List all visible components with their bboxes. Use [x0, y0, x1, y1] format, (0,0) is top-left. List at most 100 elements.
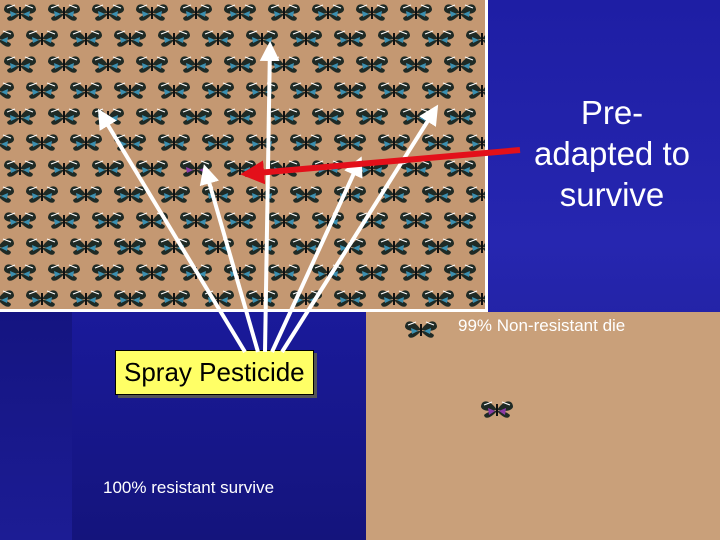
butterfly: [70, 186, 102, 203]
butterfly: [334, 134, 366, 151]
butterfly: [136, 56, 168, 73]
title-line-2: adapted to: [534, 135, 690, 172]
butterfly: [136, 108, 168, 125]
butterfly: [92, 4, 124, 21]
butterfly: [268, 264, 300, 281]
butterfly: [158, 186, 190, 203]
butterfly: [70, 134, 102, 151]
spray-arrow-2: [199, 164, 260, 353]
butterfly: [158, 290, 190, 307]
butterfly: [378, 134, 410, 151]
butterfly: [444, 160, 476, 177]
butterfly: [202, 134, 234, 151]
butterfly: [114, 30, 146, 47]
butterfly: [0, 186, 14, 203]
butterfly: [466, 290, 485, 307]
butterfly: [136, 264, 168, 281]
butterfly: [70, 290, 102, 307]
nonresistant-note: 99% Non-resistant die: [458, 316, 626, 335]
butterfly: [356, 56, 388, 73]
butterfly: [224, 4, 256, 21]
preadapted-red-arrow: [240, 147, 521, 185]
butterfly: [466, 186, 485, 203]
butterfly: [268, 4, 300, 21]
title-line-3: survive: [559, 176, 665, 213]
butterfly: [48, 264, 80, 281]
butterfly: [4, 4, 36, 21]
spray-arrow-3: [259, 41, 280, 353]
spray-arrow-1: [97, 108, 247, 354]
butterfly: [0, 238, 14, 255]
butterfly: [444, 4, 476, 21]
title-line-1: Pre-: [580, 94, 644, 131]
butterfly: [378, 82, 410, 99]
butterfly: [422, 30, 454, 47]
butterfly: [290, 82, 322, 99]
butterfly: [334, 30, 366, 47]
butterfly: [180, 56, 212, 73]
butterfly: [26, 290, 58, 307]
butterfly: [202, 30, 234, 47]
butterfly: [378, 238, 410, 255]
butterfly: [70, 30, 102, 47]
butterfly: [48, 4, 80, 21]
butterfly: [334, 290, 366, 307]
butterfly: [158, 30, 190, 47]
butterfly: [400, 4, 432, 21]
butterfly: [268, 108, 300, 125]
butterfly: [290, 134, 322, 151]
butterfly: [70, 238, 102, 255]
spray-arrow-5: [280, 104, 439, 354]
butterfly: [202, 82, 234, 99]
butterfly: [356, 4, 388, 21]
butterfly: [0, 30, 14, 47]
butterfly: [422, 186, 454, 203]
butterfly: [4, 212, 36, 229]
butterfly: [4, 160, 36, 177]
butterfly: [48, 56, 80, 73]
butterfly: [48, 108, 80, 125]
butterfly: [70, 82, 102, 99]
butterfly: [48, 160, 80, 177]
butterfly: [290, 30, 322, 47]
nonresistant-butterfly-icon: [405, 321, 437, 338]
butterfly: [92, 56, 124, 73]
spray-arrow-4: [270, 156, 363, 353]
butterfly: [92, 264, 124, 281]
butterfly: [444, 264, 476, 281]
slide-title: Pre- adapted to survive: [512, 92, 712, 215]
butterfly: [422, 238, 454, 255]
butterfly: [92, 212, 124, 229]
butterfly: [4, 56, 36, 73]
spray-pesticide-label: Spray Pesticide: [115, 350, 314, 395]
butterfly: [422, 134, 454, 151]
butterfly: [466, 134, 485, 151]
resistant-butterfly-icon: [481, 401, 513, 418]
butterfly: [180, 4, 212, 21]
resistant-note: 100% resistant survive: [103, 478, 275, 497]
butterfly: [466, 82, 485, 99]
butterfly: [444, 108, 476, 125]
butterfly: [466, 30, 485, 47]
butterfly: [158, 82, 190, 99]
background-left-strip: [0, 300, 72, 540]
butterfly: [290, 186, 322, 203]
survivors-panel: [366, 312, 720, 540]
butterfly: [334, 238, 366, 255]
butterfly: [224, 108, 256, 125]
butterfly: [0, 290, 14, 307]
butterfly: [224, 56, 256, 73]
butterfly: [26, 134, 58, 151]
butterfly: [334, 82, 366, 99]
butterfly: [246, 238, 278, 255]
butterfly-grid-svg: [0, 4, 485, 307]
butterfly: [114, 238, 146, 255]
butterfly: [400, 212, 432, 229]
butterfly: [136, 160, 168, 177]
butterfly: [444, 212, 476, 229]
butterfly: [92, 160, 124, 177]
butterfly: [114, 290, 146, 307]
butterfly: [114, 82, 146, 99]
butterfly: [378, 30, 410, 47]
